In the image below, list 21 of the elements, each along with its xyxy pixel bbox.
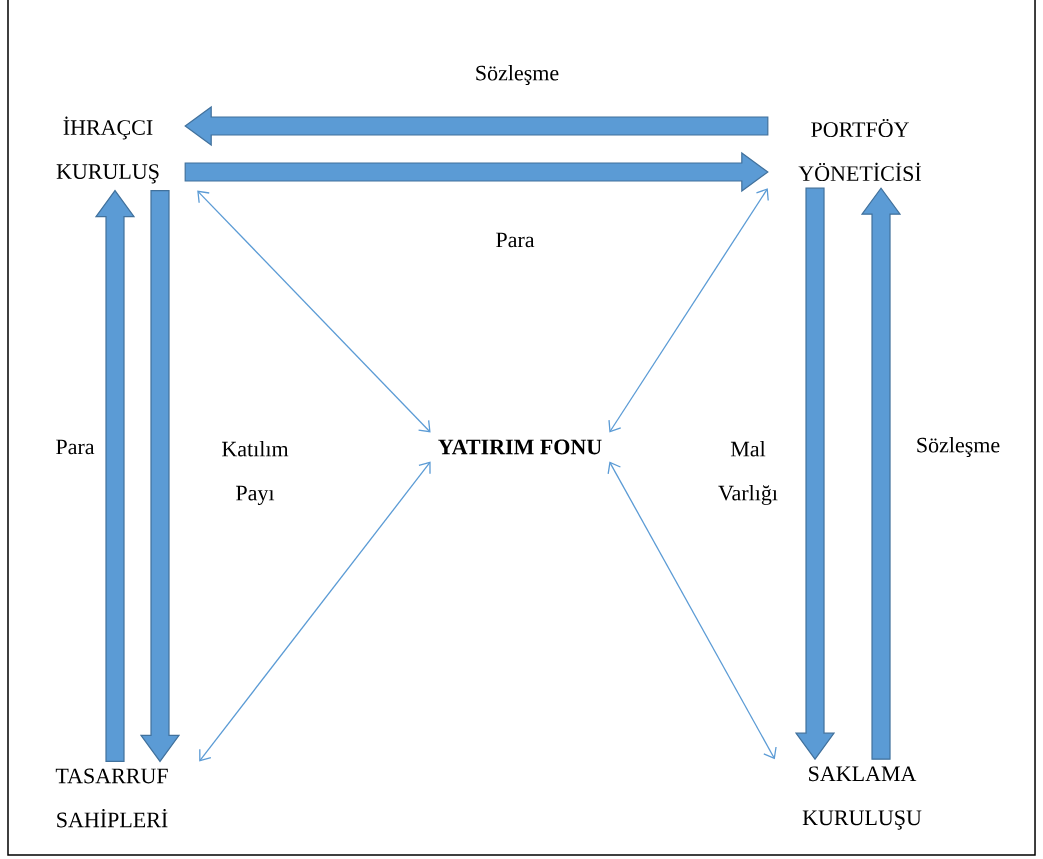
block-arrow [139,190,181,763]
block-arrow [94,189,136,762]
double-arrow [608,188,769,433]
edge-label: Katılım Payı [222,441,289,505]
double-arrow [199,461,431,762]
node-label: TASARRUF SAHİPLERİ [55,768,168,828]
double-arrow [197,190,431,433]
block-arrow [184,151,769,193]
node-label: SAKLAMA KURULUŞU [802,766,922,830]
node-label: İHRAÇCI KURULUŞ [56,116,159,184]
edge-label: Para [496,232,535,248]
node-label: PORTFÖY YÖNETİCİSİ [798,119,921,181]
node-label: YATIRIM FONU [438,439,602,455]
double-arrow [607,461,777,760]
block-arrow [184,105,769,147]
block-arrow [794,187,836,761]
edge-label: Sözleşme [917,437,1000,457]
block-arrow [860,187,902,760]
edge-label: Para [56,439,95,455]
edge-label: Sözleşme [476,65,559,85]
edge-label: Mal Varlığı [718,441,778,505]
